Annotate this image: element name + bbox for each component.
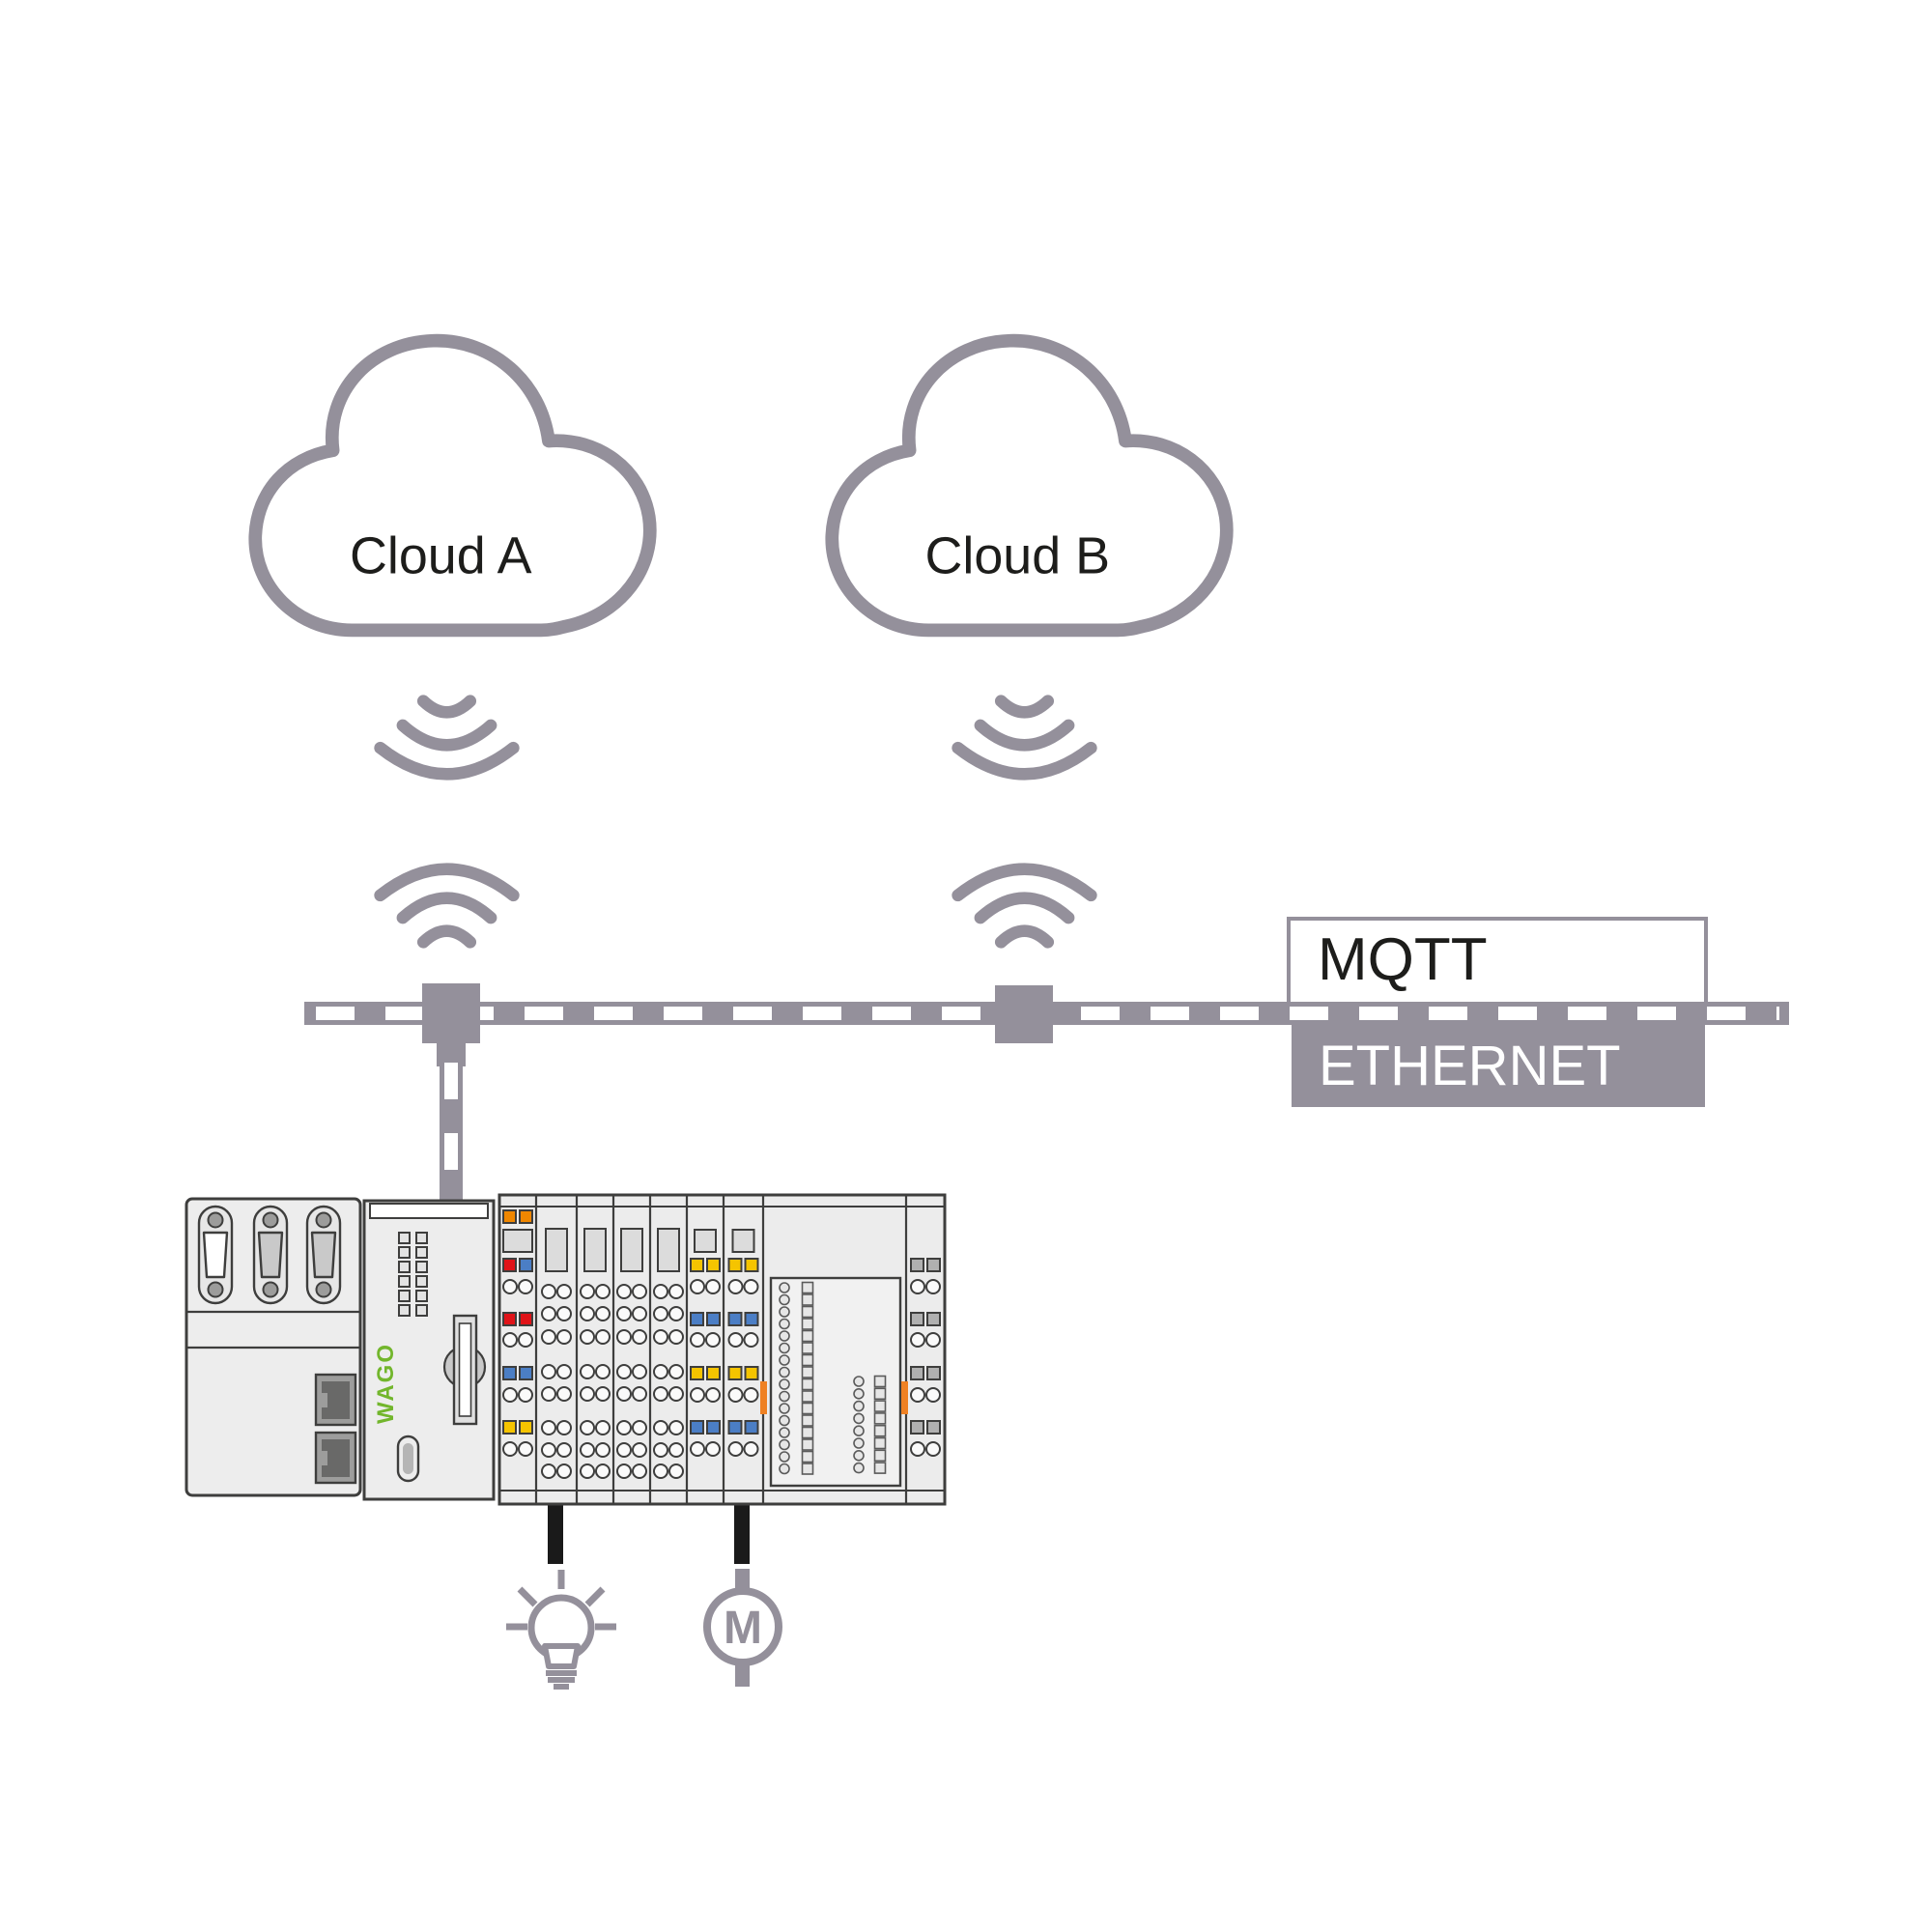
cloud-a: Cloud A xyxy=(248,333,657,638)
plc-cpu-module: WAGO xyxy=(362,1199,496,1501)
cloud-b-label: Cloud B xyxy=(924,527,1110,585)
cpu-label-bar xyxy=(369,1203,489,1219)
wago-logo: WAGO xyxy=(373,1343,399,1424)
wire-to-lamp xyxy=(548,1502,563,1564)
wifi-waves-up-a-icon xyxy=(374,863,520,949)
dsub-port-2 xyxy=(252,1205,289,1305)
motor-icon: M xyxy=(703,1569,782,1687)
plc-device: WAGO xyxy=(185,1193,947,1506)
motor-label: M xyxy=(724,1603,762,1654)
wifi-waves-up-b-icon xyxy=(952,863,1097,949)
wifi-waves-down-a-icon xyxy=(374,695,520,781)
dsub-port-3 xyxy=(305,1205,342,1305)
rj45-port-1 xyxy=(314,1373,357,1427)
cloud-a-shape xyxy=(248,333,657,638)
plc-io-module-strip xyxy=(497,1193,947,1506)
wifi-waves-down-b-icon xyxy=(952,695,1097,781)
mqtt-label-box: MQTT xyxy=(1287,917,1708,1006)
lamp-icon xyxy=(506,1570,616,1690)
bus-junction-a-stub xyxy=(437,1041,466,1066)
wire-to-motor xyxy=(734,1502,750,1564)
cloud-b-shape xyxy=(825,333,1234,638)
bus-junction-a xyxy=(422,983,480,1043)
rj45-port-2 xyxy=(314,1431,357,1485)
drop-line-dashes xyxy=(444,1063,458,1203)
drop-line-to-plc xyxy=(440,1063,463,1203)
cloud-a-label: Cloud A xyxy=(350,527,532,585)
plc-head-module xyxy=(185,1197,362,1497)
dsub-port-1 xyxy=(197,1205,234,1305)
ethernet-label-box: ETHERNET xyxy=(1292,1025,1705,1107)
cloud-b: Cloud B xyxy=(825,333,1234,638)
bus-junction-b xyxy=(995,985,1053,1043)
cpu-status-leds xyxy=(398,1232,428,1317)
ethernet-label: ETHERNET xyxy=(1319,1035,1621,1097)
mqtt-label: MQTT xyxy=(1318,926,1488,993)
